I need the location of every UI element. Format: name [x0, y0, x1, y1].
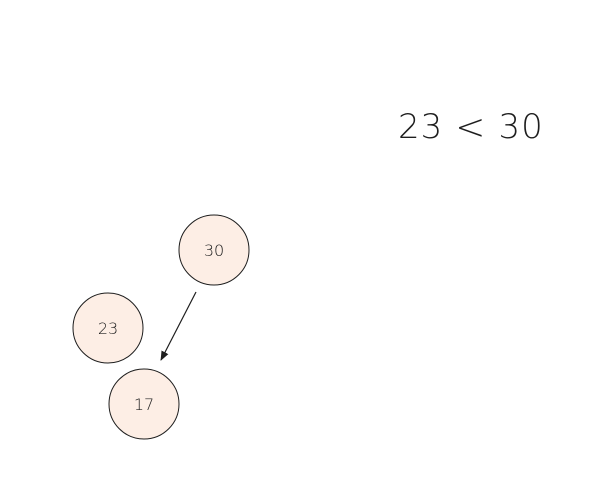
- node-17-label: 17: [134, 395, 154, 414]
- node-17-circle: [108, 368, 180, 440]
- edge-30-to-17: [160, 291, 197, 361]
- node-23-label: 23: [98, 319, 118, 338]
- comparison-expression: 23 < 30: [398, 102, 568, 152]
- comparison-right: 30: [498, 107, 544, 147]
- node-23[interactable]: 23: [72, 292, 144, 364]
- node-30[interactable]: 30: [178, 214, 250, 286]
- node-17[interactable]: 17: [108, 368, 180, 440]
- comparison-operator: <: [455, 106, 487, 148]
- comparison-left: 23: [398, 107, 444, 147]
- node-30-label: 30: [204, 241, 224, 260]
- node-30-circle: [178, 214, 250, 286]
- node-23-circle: [72, 292, 144, 364]
